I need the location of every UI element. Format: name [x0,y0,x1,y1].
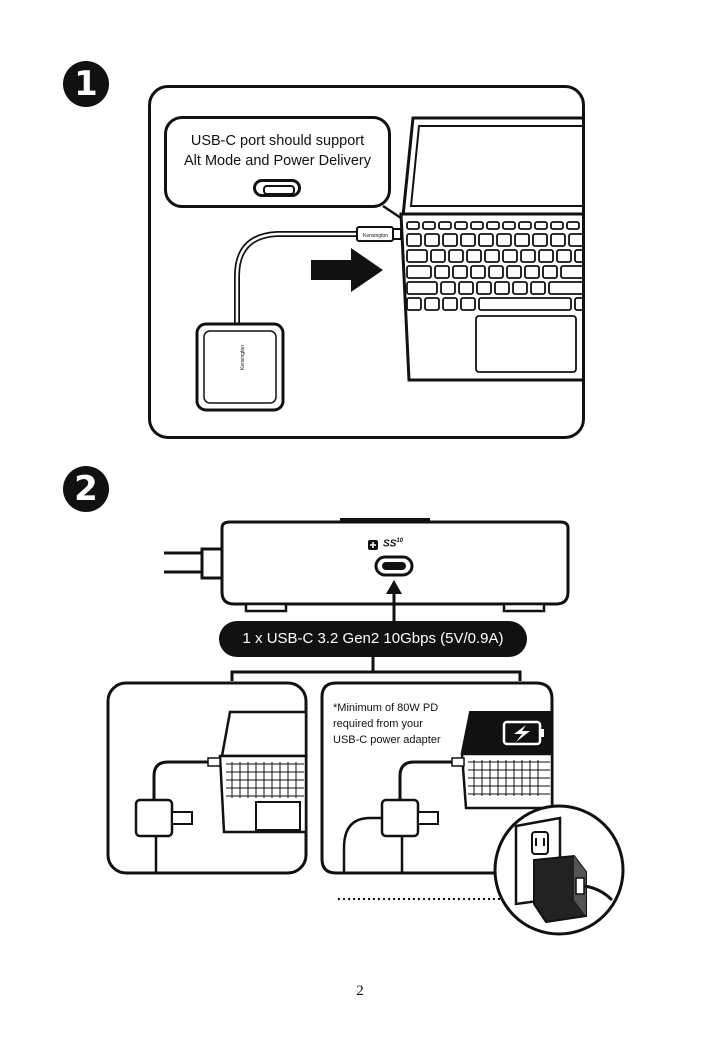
superspeed-text: SS [383,538,396,549]
footnote-line-1: *Minimum of 80W PD [333,700,473,716]
usb-c-requirement-callout: USB-C port should support Alt Mode and P… [164,116,391,208]
superspeed-logo: SS10 [383,538,403,549]
callout-line-1: USB-C port should support [167,131,388,151]
usb-c-port-icon [253,179,301,197]
page-number: 2 [0,983,720,1000]
power-adapter-footnote: *Minimum of 80W PD required from your US… [333,700,473,748]
footnote-line-2: required from your [333,716,473,732]
usb-c-port-spec-label: 1 x USB-C 3.2 Gen2 10Gbps (5V/0.9A) [219,621,527,657]
footnote-line-3: USB-C power adapter [333,732,473,748]
superspeed-superscript: 10 [396,538,403,544]
callout-line-2: Alt Mode and Power Delivery [167,151,388,171]
power-adapter-magnifier [495,806,623,934]
callout-text: USB-C port should support Alt Mode and P… [167,131,388,171]
